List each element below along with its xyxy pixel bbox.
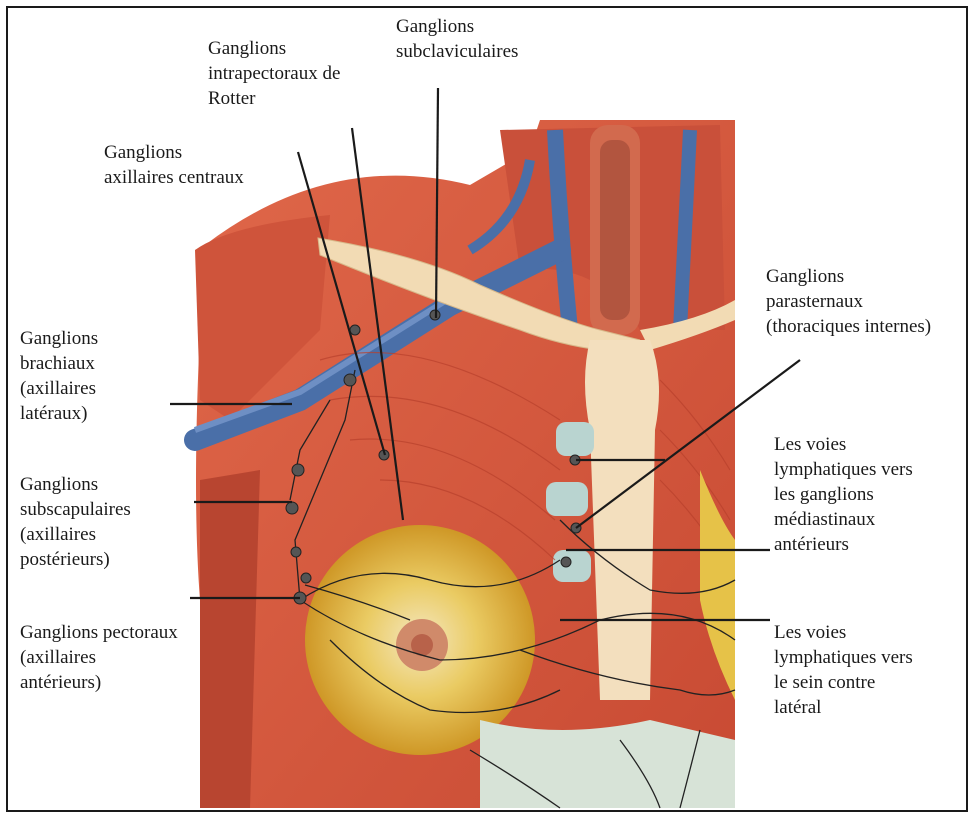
label-brachiaux: Ganglions brachiaux (axillaires latéraux… xyxy=(20,326,98,426)
jugular-vein-right xyxy=(680,130,690,330)
label-pectoraux: Ganglions pectoraux (axillaires antérieu… xyxy=(20,620,178,695)
label-parasternaux: Ganglions parasternaux (thoraciques inte… xyxy=(766,264,931,339)
label-rotter: Ganglions intrapectoraux de Rotter xyxy=(208,36,340,111)
label-voies-sein-contre-lateral: Les voies lymphatiques vers le sein cont… xyxy=(774,620,913,720)
label-voies-mediastinaux: Les voies lymphatiques vers les ganglion… xyxy=(774,432,913,557)
costal-cartilage xyxy=(556,422,594,456)
label-subscapulaires: Ganglions subscapulaires (axillaires pos… xyxy=(20,472,131,572)
label-subclaviculaires: Ganglions subclaviculaires xyxy=(396,14,518,64)
label-axillaires-centraux: Ganglions axillaires centraux xyxy=(104,140,244,190)
